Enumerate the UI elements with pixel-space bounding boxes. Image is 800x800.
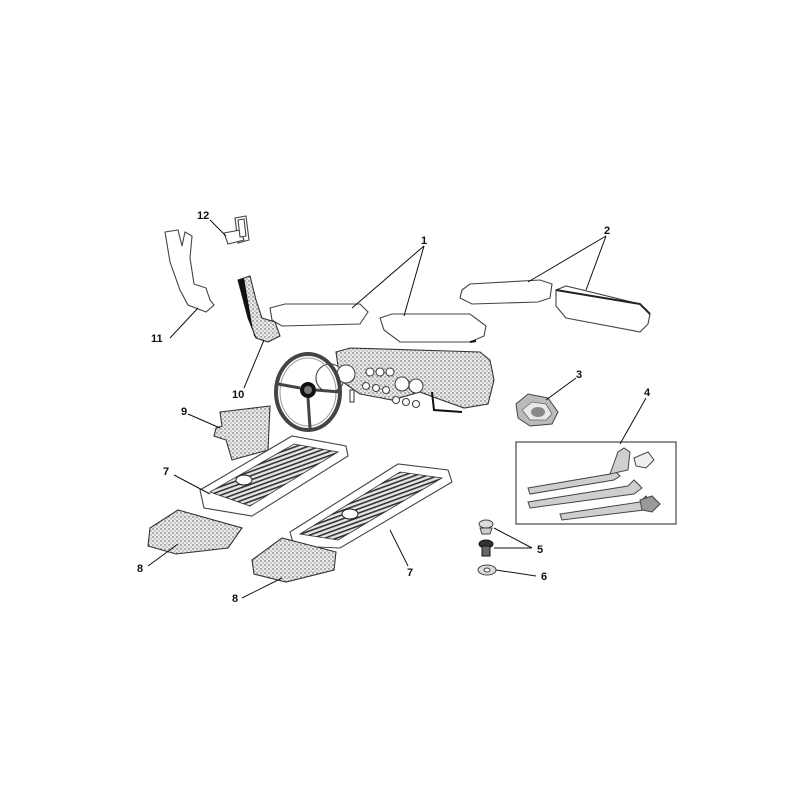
callout-11: 11 <box>151 333 163 345</box>
callout-9: 9 <box>181 406 187 418</box>
leader-lines <box>147 219 647 599</box>
part-12-clip <box>223 215 250 245</box>
callout-5: 5 <box>537 544 543 556</box>
steering-wheel <box>274 352 342 432</box>
callout-4: 4 <box>644 387 651 399</box>
part-10-pillar-trim <box>237 275 281 343</box>
part-7-floor-mat-left <box>199 435 349 517</box>
callout-8-left: 8 <box>137 563 143 575</box>
callout-labels: 1 2 3 4 5 6 7 7 8 8 9 10 11 12 <box>137 210 651 605</box>
part-7-floor-mat-right <box>289 463 453 549</box>
callout-1: 1 <box>421 235 427 247</box>
part-2-crash-pads <box>459 279 651 333</box>
callout-2: 2 <box>604 225 610 237</box>
part-3-lamp <box>515 393 559 427</box>
part-1-dash-rails <box>269 303 487 343</box>
part-6-washer <box>477 564 497 576</box>
dashboard-assembly <box>315 347 495 413</box>
callout-8-right: 8 <box>232 593 238 605</box>
callout-6: 6 <box>541 571 547 583</box>
part-4-assembly-box <box>515 441 677 525</box>
callout-3: 3 <box>576 369 582 381</box>
callout-10: 10 <box>232 389 244 401</box>
part-9-panel <box>213 405 271 461</box>
callout-7-left: 7 <box>163 466 169 478</box>
part-8-heel-mat-left <box>147 509 243 555</box>
part-8-heel-mat-right <box>251 537 337 583</box>
callout-12: 12 <box>197 210 209 222</box>
part-11-kick-panel <box>164 229 215 313</box>
part-5-fasteners <box>478 519 494 557</box>
callout-7-right: 7 <box>407 567 413 579</box>
